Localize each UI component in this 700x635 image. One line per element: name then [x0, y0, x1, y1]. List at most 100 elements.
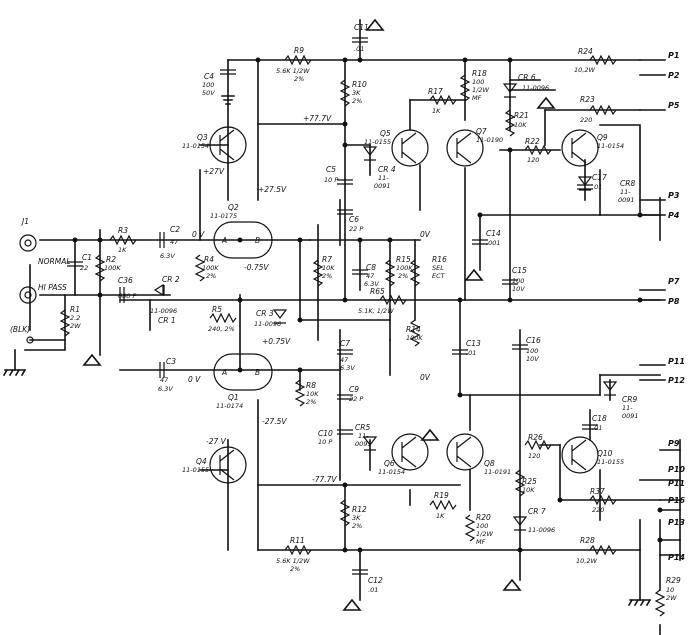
r12-tolerance: 2%	[352, 522, 362, 530]
c18-label: C18	[592, 414, 607, 423]
r15-tolerance: 2%	[398, 272, 408, 280]
r9-value: 5.6K 1/2W	[276, 67, 310, 75]
pin-p14: P14	[668, 553, 685, 562]
c4-value2: 50V	[202, 89, 215, 97]
c5-label: C5	[326, 165, 336, 174]
c11-value: .01	[354, 45, 364, 53]
pin-p3: P3	[668, 191, 680, 200]
q8-label: Q8	[484, 459, 495, 468]
q6-transistor	[391, 433, 429, 471]
q1-value: 11-0174	[216, 402, 243, 410]
q4-transistor	[209, 446, 247, 484]
junctions	[72, 57, 663, 553]
pin-p5: P5	[668, 101, 680, 110]
svg-text:B: B	[255, 368, 260, 377]
r8-label: R8	[306, 381, 316, 390]
c7-value1: 47	[340, 356, 349, 364]
pin-p12: P12	[668, 376, 685, 385]
q3-label: Q3	[197, 133, 208, 142]
wiring	[2, 18, 681, 635]
pin-p11-lower: P11	[668, 479, 685, 488]
q1-dual-transistor	[213, 353, 273, 391]
q9-value: 11-0154	[597, 142, 624, 150]
c16-value1: 100	[526, 347, 538, 355]
c9-value: 22 P	[349, 395, 363, 403]
r10-label: R10	[352, 80, 367, 89]
r25-label: R25	[522, 477, 537, 486]
r5-value: 240, 2%	[208, 325, 235, 333]
pin-p1: P1	[668, 51, 679, 60]
q2-value: 11-0175	[210, 212, 237, 220]
r20-value3: MF	[476, 538, 486, 546]
cr7-value: 11-0096	[528, 526, 555, 534]
r16-value1: SEL	[432, 264, 444, 272]
c15-value2: 10V	[512, 285, 525, 293]
cr3-value: 11-0096	[254, 320, 281, 328]
cr5-value1: 11-	[358, 432, 369, 440]
c12-label: C12	[368, 576, 383, 585]
cr8-value1: 11-	[620, 188, 631, 196]
cr8-label: CR8	[620, 179, 635, 188]
c8-value2: 6.3V	[364, 280, 379, 288]
r37-value: 220	[592, 506, 604, 514]
blk-terminal	[26, 336, 34, 344]
q5-transistor	[391, 129, 429, 167]
r7-value: 10K	[322, 264, 335, 272]
c15-value1: 100	[512, 277, 524, 285]
c7-label: C7	[340, 339, 350, 348]
c6-label: C6	[349, 215, 359, 224]
r2-label: R2	[106, 255, 116, 264]
r9-tolerance: 2%	[294, 75, 304, 83]
c15-label: C15	[512, 266, 527, 275]
r19-label: R19	[434, 491, 449, 500]
j1-label: J1	[20, 217, 29, 226]
svg-text:B: B	[255, 236, 260, 245]
q9-transistor	[561, 129, 599, 167]
cr7-label: CR 7	[528, 507, 546, 516]
pin-p2: P2	[668, 71, 680, 80]
r1-value1: 2.2	[70, 314, 80, 322]
r1-label: R1	[70, 305, 80, 314]
pin-p10: P10	[668, 465, 685, 474]
r25-value: 10K	[522, 486, 535, 494]
r16-label: R16	[432, 255, 447, 264]
voltage-minus-77-7: -77.7V	[312, 475, 337, 484]
pin-p13: P13	[668, 518, 685, 527]
voltage-minus-0-75: -0.75V	[244, 263, 269, 272]
c4-value1: 100	[202, 81, 214, 89]
r18-label: R18	[472, 69, 487, 78]
r7-label: R7	[322, 255, 332, 264]
q8-transistor	[446, 433, 484, 471]
r7-tolerance: 2%	[322, 272, 332, 280]
q8-value: 11-0191	[484, 468, 511, 476]
r21-value: 10K	[514, 121, 527, 129]
r23-label: R23	[580, 95, 595, 104]
r16-value2: ECT	[432, 272, 446, 280]
q10-label: Q10	[597, 449, 613, 458]
c6-value: 22 P	[349, 225, 363, 233]
r11-label: R11	[290, 536, 305, 545]
cr4-label: CR 4	[378, 165, 396, 174]
cr8-value2: 0091	[618, 196, 635, 204]
r22-label: R22	[525, 137, 540, 146]
c36-value: 680 P	[118, 292, 136, 300]
cr9-value1: 11-	[622, 404, 633, 412]
q5-value: 11-0155	[364, 138, 391, 146]
r29-value1: 10	[666, 586, 674, 594]
jack-normal-label: NORMAL	[38, 257, 71, 266]
c5-value: 10 P	[324, 176, 338, 184]
c13-value: .01	[466, 349, 476, 357]
r14-value: 100K	[406, 334, 423, 342]
r26-value: 120	[528, 452, 540, 460]
r2-value: 100K	[104, 264, 121, 272]
c3-label: C3	[166, 357, 176, 366]
r10-tolerance: 2%	[352, 97, 362, 105]
r4-label: R4	[204, 255, 214, 264]
cr6-label: CR 6	[518, 73, 536, 82]
q4-label: Q4	[196, 457, 207, 466]
r28-label: R28	[580, 536, 595, 545]
pin-p8: P8	[668, 297, 680, 306]
pin-p11: P11	[668, 357, 685, 366]
cr9-label: CR9	[622, 395, 637, 404]
